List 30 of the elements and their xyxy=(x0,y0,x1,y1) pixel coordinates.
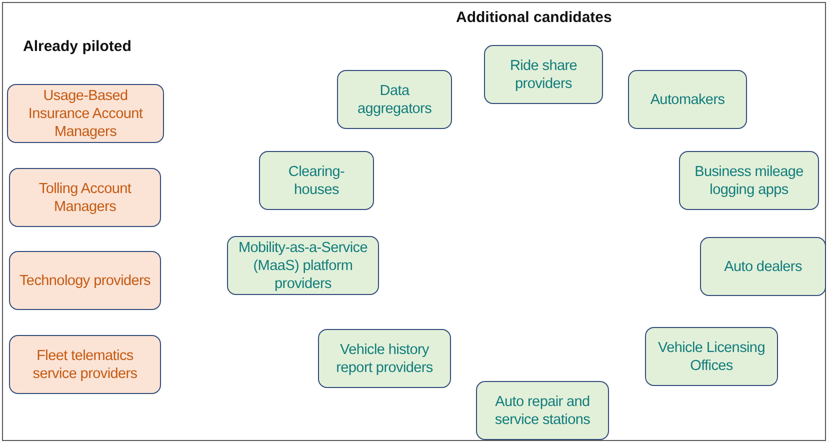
stakeholder-name: Vehicle Licensing Offices xyxy=(657,338,766,374)
stakeholder-box xyxy=(484,45,603,104)
stakeholder-box xyxy=(9,168,161,227)
stakeholder-box xyxy=(9,335,161,394)
stakeholder-box xyxy=(318,329,451,388)
stakeholder-box xyxy=(9,251,161,310)
stakeholder-name: Mobility-as-a-Service (MaaS) platform providers xyxy=(237,238,369,292)
stakeholder-name: Vehicle history report providers xyxy=(335,340,434,376)
section-heading: Additional candidates xyxy=(456,9,612,26)
stakeholder-box xyxy=(227,236,379,295)
stakeholder-name: Clearing-houses xyxy=(287,162,346,198)
stakeholder-name: Data aggregators xyxy=(356,82,433,118)
stakeholder-box xyxy=(645,327,778,386)
stakeholder-name: Automakers xyxy=(650,90,725,108)
stakeholder-name: Business mileage logging apps xyxy=(694,162,804,198)
stakeholder-name: Tolling Account Managers xyxy=(38,180,132,216)
stakeholder-box xyxy=(679,151,819,210)
stakeholder-box xyxy=(259,151,374,210)
stakeholder-name: Auto repair and service stations xyxy=(494,392,592,428)
stakeholder-name: Technology providers xyxy=(19,272,151,290)
stakeholder-box xyxy=(7,84,164,143)
stakeholder-box xyxy=(700,237,826,296)
stakeholder-box xyxy=(337,70,452,129)
stakeholder-name: Ride share providers xyxy=(508,56,578,92)
stakeholder-name: Auto dealers xyxy=(724,258,802,276)
stakeholder-name: Fleet telematics service providers xyxy=(32,346,138,382)
stakeholder-box xyxy=(476,381,609,440)
stakeholder-name: Usage-Based Insurance Account Managers xyxy=(27,86,144,140)
stakeholder-box xyxy=(628,70,747,129)
section-heading: Already piloted xyxy=(23,38,132,55)
